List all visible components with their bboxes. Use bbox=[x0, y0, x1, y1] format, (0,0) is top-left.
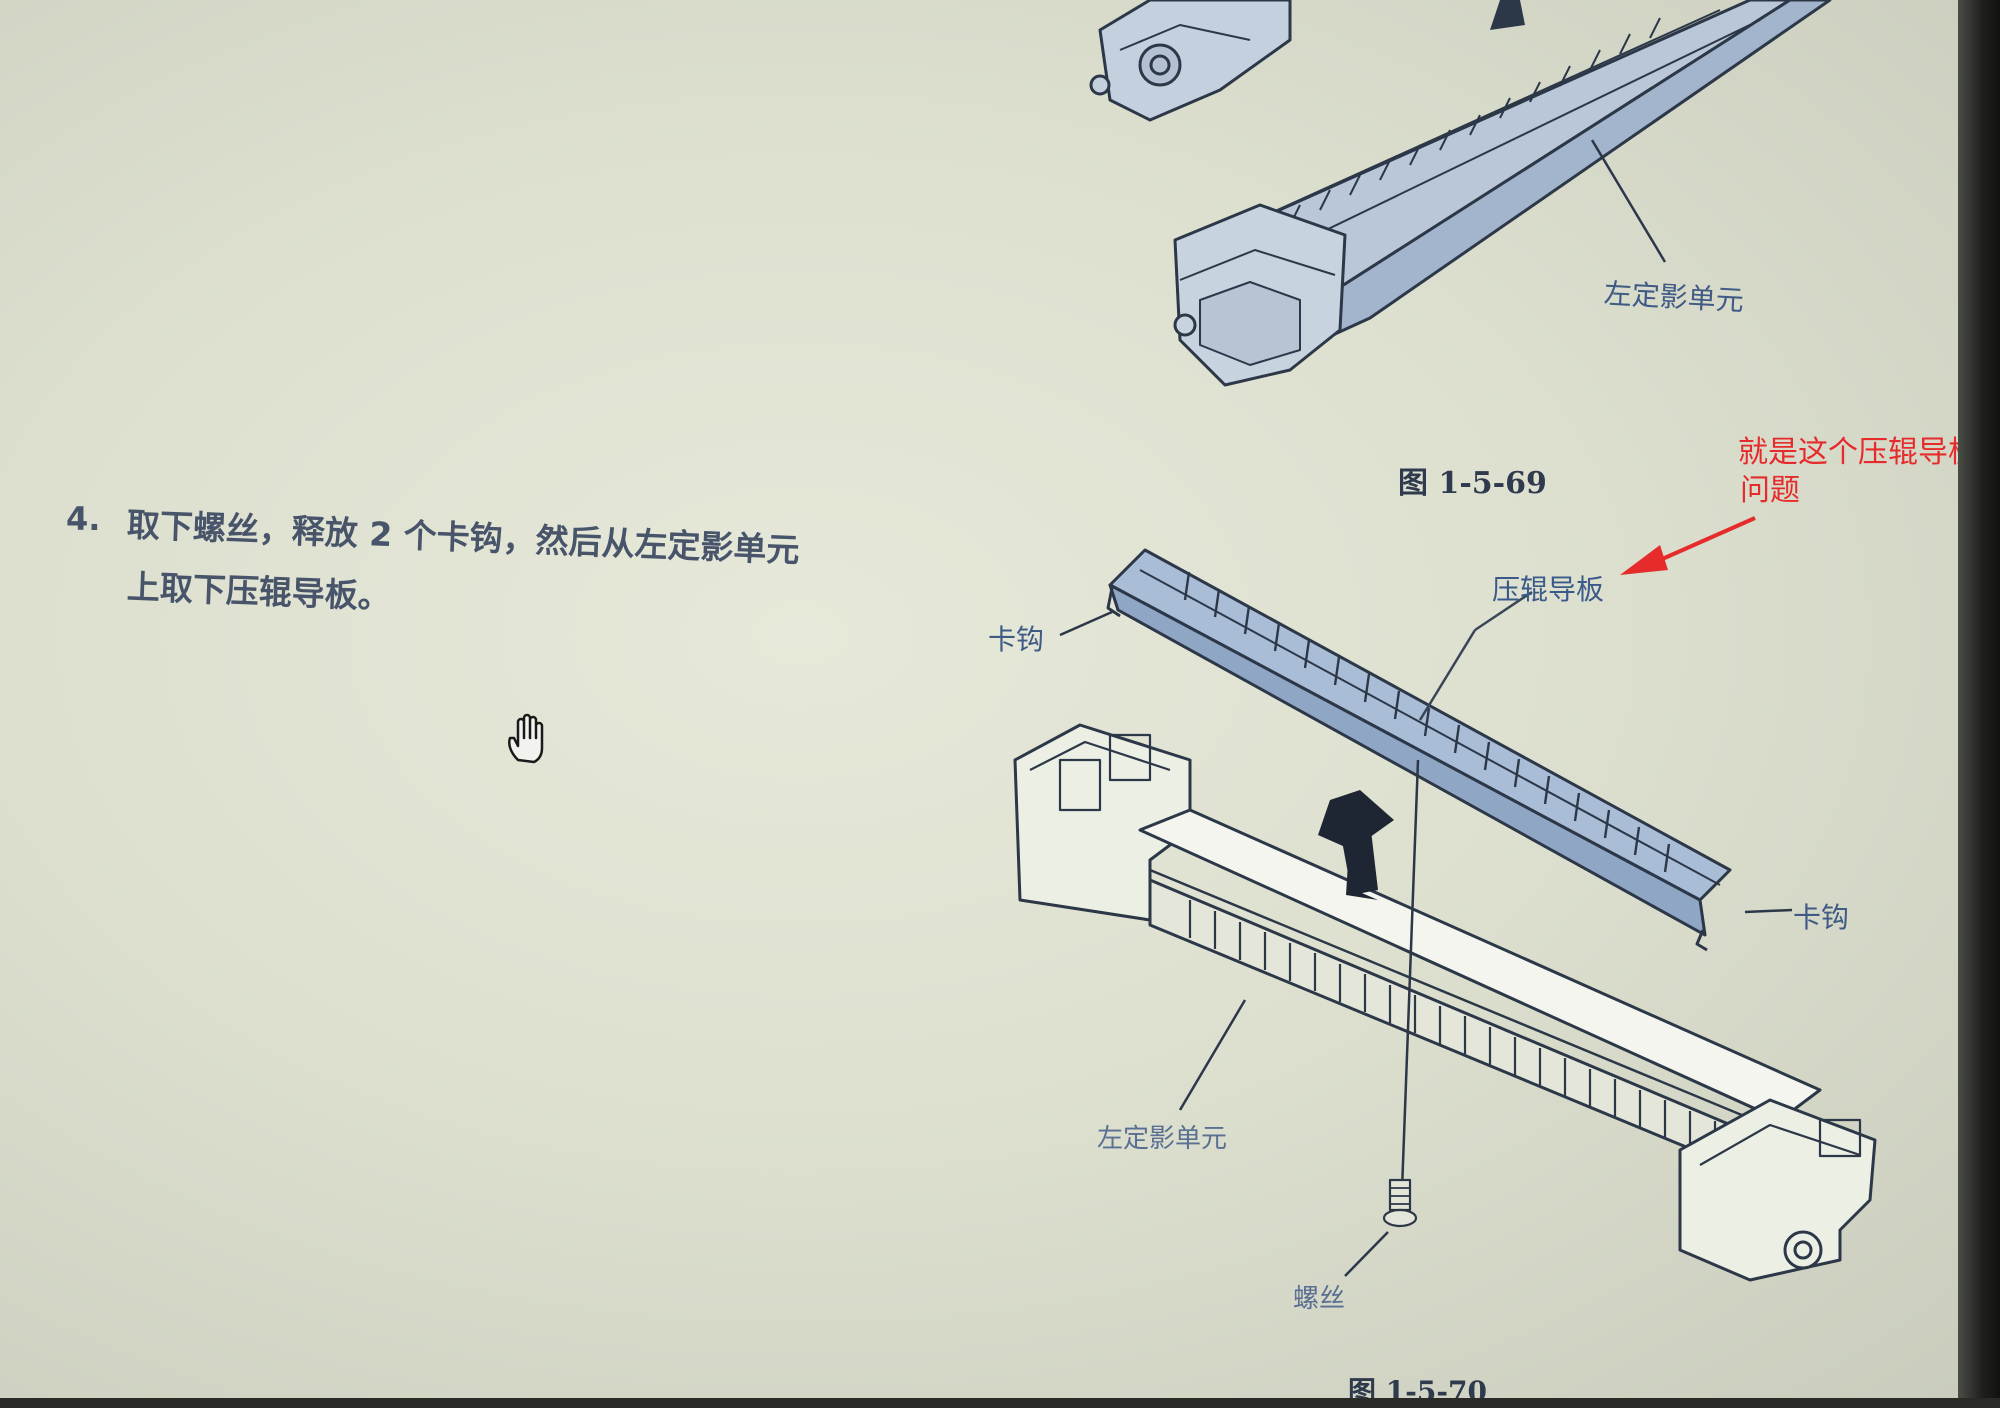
label-hook-left: 卡钩 bbox=[988, 623, 1045, 656]
annotation-note-line-2: 问题 bbox=[1740, 473, 1800, 508]
label-left-fixing-unit-bottom: 左定影单元 bbox=[1097, 1124, 1228, 1154]
screw-drawing bbox=[1382, 1178, 1418, 1228]
monitor-bezel-edge bbox=[1958, 0, 2000, 1408]
monitor-bezel-bottom bbox=[0, 1398, 2000, 1408]
label-hook-right: 卡钩 bbox=[1793, 901, 1850, 934]
step-number: 4. bbox=[66, 500, 101, 538]
fig69-fixing-unit-drawing bbox=[1089, 0, 1832, 387]
annotation-arrow-icon bbox=[1620, 516, 1756, 575]
label-left-fixing-unit-top: 左定影单元 bbox=[1603, 276, 1745, 318]
hand-cursor-icon bbox=[508, 713, 544, 764]
lift-up-arrow-icon bbox=[1318, 790, 1394, 900]
annotation-note-line-1: 就是这个压辊导板 bbox=[1738, 435, 1978, 470]
fig70-pressure-roller-guide-drawing bbox=[1013, 548, 1877, 1282]
label-pressure-roller-guide: 压辊导板 bbox=[1492, 573, 1605, 606]
label-screw: 螺丝 bbox=[1293, 1284, 1346, 1314]
figure-caption-1-5-69: 图 1-5-69 bbox=[1398, 466, 1547, 501]
step-instruction-line-2: 上取下压辊导板。 bbox=[126, 566, 392, 617]
